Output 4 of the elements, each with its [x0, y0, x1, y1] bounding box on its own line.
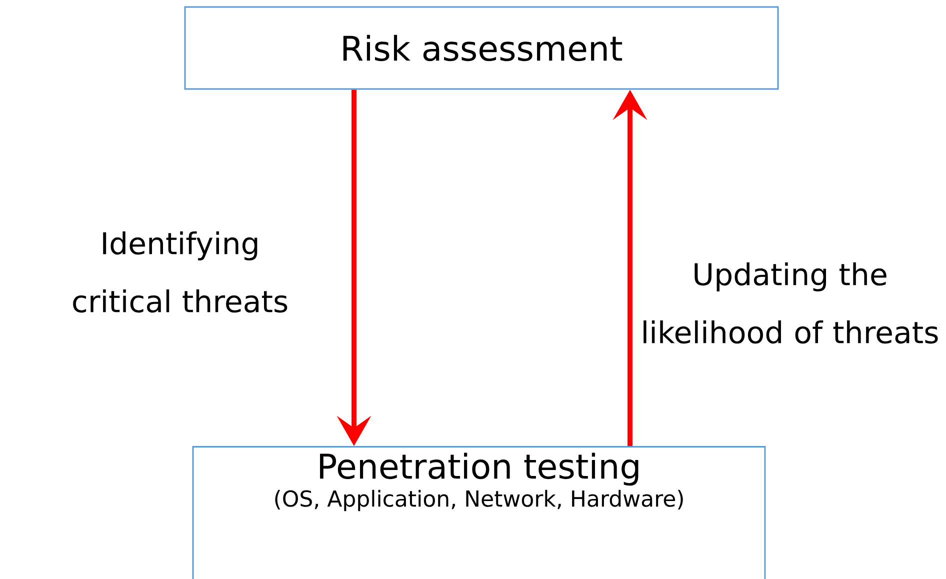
process-box: Risk assessment	[184, 6, 779, 90]
process-box: Penetration testing (OS, Application, Network, Hardware)	[192, 446, 766, 579]
edge-label: Updating the likelihood of threats	[644, 262, 938, 344]
edge-label: Identifying critical threats	[73, 231, 288, 313]
